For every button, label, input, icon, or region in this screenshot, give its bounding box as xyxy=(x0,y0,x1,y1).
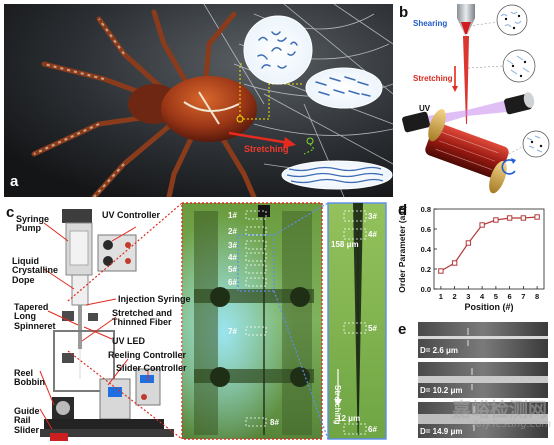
watermark-cn: 嘉峪检测网 xyxy=(452,399,548,421)
panel-c: c Syringe Pump UV Controller Liquid Crys… xyxy=(4,201,388,441)
stretching-label-b: Stretching xyxy=(413,74,453,83)
data-point xyxy=(451,260,458,266)
stretching-label-c: Stretching xyxy=(333,385,342,425)
diameter-1: D= 2.6 μm xyxy=(420,346,459,355)
stretching-label: Stretching xyxy=(244,144,289,154)
data-point xyxy=(438,268,444,274)
pos-2: 2# xyxy=(228,227,237,236)
sem-images xyxy=(418,322,548,438)
pos-8: 8# xyxy=(270,418,279,427)
reel-bobbin xyxy=(425,109,516,194)
pos-7: 7# xyxy=(228,327,237,336)
panel-letter-d: d xyxy=(398,202,408,219)
y-axis-label: Order Parameter (a.u) xyxy=(397,205,407,293)
pos-3: 3# xyxy=(228,241,237,250)
spider-photo xyxy=(4,4,393,197)
panel-d: Order Parameter (a.u) Position (#) 0.0 0.… xyxy=(396,201,550,314)
y-tick-label: 0.6 xyxy=(421,225,431,234)
panel-a: a Stretching xyxy=(4,4,393,197)
uv-label: UV xyxy=(419,104,431,113)
label-spinneret: Tapered Long Spinneret xyxy=(14,302,56,331)
label-uv-led: UV LED xyxy=(112,336,146,346)
apparatus-photo xyxy=(40,209,174,441)
zoom-pos-3: 3# xyxy=(368,212,377,221)
label-uv-controller: UV Controller xyxy=(102,210,161,220)
order-parameter-chart: Order Parameter (a.u) Position (#) 0.0 0.… xyxy=(397,205,545,312)
data-point xyxy=(506,215,513,221)
label-lc-dope: Liquid Crystalline Dope xyxy=(12,256,59,285)
zoom-pos-4: 4# xyxy=(368,230,377,239)
zoom-pos-5: 5# xyxy=(368,324,377,333)
label-syringe-pump: Syringe Pump xyxy=(16,214,50,234)
plot-frame xyxy=(433,208,545,290)
shearing-label: Shearing xyxy=(413,19,448,28)
panel-letter-b: b xyxy=(399,4,409,21)
data-point xyxy=(534,214,540,220)
label-reeling-controller: Reeling Controller xyxy=(108,350,187,360)
spinning-schematic xyxy=(402,4,550,194)
position-boxes xyxy=(245,210,267,427)
lc-bubble-1 xyxy=(243,15,313,85)
pos-4: 4# xyxy=(228,253,237,262)
pos-6: 6# xyxy=(228,278,237,287)
x-tick-label: 7 xyxy=(521,292,525,301)
panel-letter-e: e xyxy=(398,321,407,338)
aligned-fiber-bubble xyxy=(281,160,393,190)
label-injection-syringe: Injection Syringe xyxy=(118,294,191,304)
data-point xyxy=(465,240,472,246)
diameter-3: D= 14.9 μm xyxy=(420,427,463,436)
x-tick-label: 6 xyxy=(508,292,512,301)
callout-arrows xyxy=(39,222,149,430)
y-tick-label: 0.2 xyxy=(421,265,431,274)
panel-letter-c: c xyxy=(6,204,15,221)
x-tick-label: 4 xyxy=(480,292,485,301)
zoom-connectors xyxy=(67,202,183,440)
lc-bubble-2 xyxy=(305,67,383,109)
label-reel-bobbin: Reel Bobbin xyxy=(14,368,45,388)
stretching-arrow xyxy=(228,131,290,145)
pos-1: 1# xyxy=(228,211,237,220)
panel-e: e D= 2.6 μm D= 10.2 μm D= 14.9 μm xyxy=(396,318,550,441)
data-point xyxy=(479,222,485,228)
width-top-label: 158 μm xyxy=(331,240,359,249)
x-tick-label: 5 xyxy=(494,292,498,301)
x-tick-label: 8 xyxy=(535,292,539,301)
diameter-2: D= 10.2 μm xyxy=(420,386,463,395)
label-guide-rail: Guide Rail Slider xyxy=(14,406,40,435)
data-point xyxy=(493,217,499,223)
label-stretched-fiber: Stretched and Thinned Fiber xyxy=(112,308,173,328)
label-slider-controller: Slider Controller xyxy=(116,363,187,373)
watermark-en: AnyTesting.com xyxy=(472,419,552,430)
panel-letter-a: a xyxy=(10,173,19,190)
x-tick-label: 1 xyxy=(439,292,443,301)
data-point xyxy=(520,215,527,221)
y-tick-label: 0.8 xyxy=(421,205,431,214)
x-axis-label: Position (#) xyxy=(465,302,514,312)
microscope-image xyxy=(181,202,323,440)
panel-b: b Shearing Stretching UV xyxy=(397,4,550,197)
width-bottom-label: 12 μm xyxy=(337,414,361,423)
y-tick-label: 0.0 xyxy=(421,285,431,294)
zoom-pos-6: 6# xyxy=(368,425,377,434)
pos-5: 5# xyxy=(228,265,237,274)
connector-lines xyxy=(239,63,304,120)
x-tick-label: 2 xyxy=(453,292,457,301)
y-tick-label: 0.4 xyxy=(421,245,432,254)
x-tick-label: 3 xyxy=(466,292,470,301)
spinning-setup-photos xyxy=(4,201,387,441)
